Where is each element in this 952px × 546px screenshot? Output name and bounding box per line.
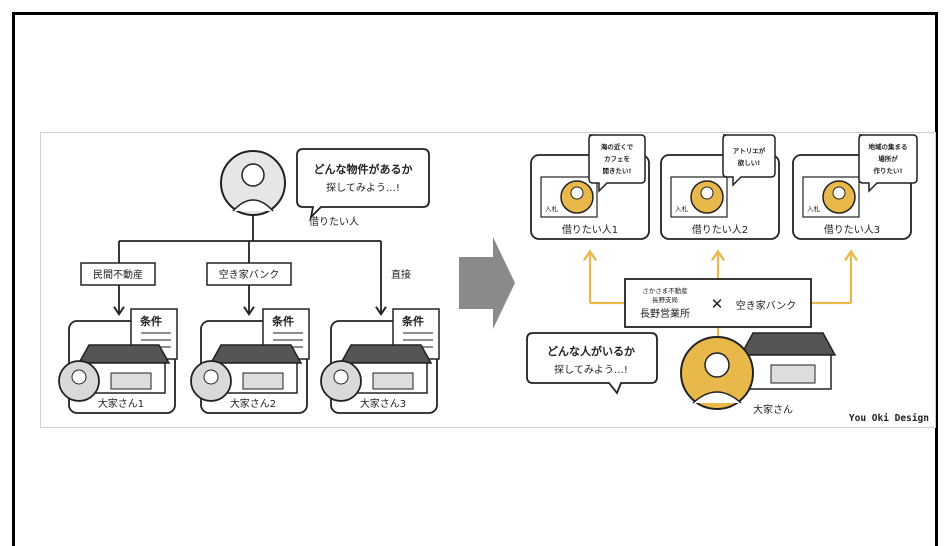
renter-card-3: 入札 地域の集まる 場所が 作りたい! 借りたい人3 (792, 134, 918, 240)
svg-text:どんな人がいるか: どんな人がいるか (547, 344, 635, 358)
svg-text:空き家バンク: 空き家バンク (219, 268, 280, 281)
owner-speech-bubble: どんな人がいるか 探してみよう…! (526, 332, 658, 395)
transition-arrow (459, 237, 515, 329)
owner-label-2: 大家さん2 (230, 397, 276, 410)
tree-connectors (119, 215, 381, 313)
channel-box-akiya-bank: 空き家バンク (206, 262, 292, 286)
svg-text:カフェを: カフェを (604, 154, 630, 163)
owner-card-2: 条件 大家さん2 (190, 308, 310, 414)
owner-house (739, 332, 837, 390)
owner-label: 大家さん (753, 403, 793, 416)
renter-card-1: 入札 海の近くで カフェを 開きたい! 借りたい人1 (530, 134, 650, 240)
match-connectors (590, 253, 851, 343)
svg-text:入札: 入札 (675, 204, 689, 213)
svg-text:条件: 条件 (401, 314, 424, 328)
owner-card-3: 条件 大家さん3 (320, 308, 440, 414)
svg-text:長野支局: 長野支局 (652, 295, 678, 304)
renter-label-2: 借りたい人2 (692, 224, 748, 236)
seeker-speech-bubble: どんな物件があるか 探してみよう…! (296, 148, 430, 220)
renter-label-1: 借りたい人1 (562, 224, 618, 236)
diagram-figure: どんな物件があるか 探してみよう…! 借りたい人 民間不動産 空き家バンク 直接… (40, 132, 936, 428)
akiya-bank-label: 空き家バンク (736, 299, 797, 312)
owner-card-1: 条件 大家さん1 (58, 308, 178, 414)
cross-mark: ✕ (711, 295, 724, 313)
channel-box-private: 民間不動産 (80, 262, 156, 286)
renter-card-2: 入札 アトリエが 欲しい! 借りたい人2 (660, 134, 780, 240)
office-box: さかさま不動産 長野支局 長野営業所 ✕ 空き家バンク (624, 278, 812, 328)
svg-text:欲しい!: 欲しい! (737, 158, 761, 167)
credit-text: You Oki Design (849, 413, 929, 424)
svg-text:場所が: 場所が (878, 154, 898, 163)
svg-text:海の近くで: 海の近くで (601, 142, 634, 151)
seeker-avatar (220, 150, 286, 216)
svg-text:入札: 入札 (545, 204, 559, 213)
owner-label-3: 大家さん3 (360, 397, 406, 410)
bubble-line-2: 探してみよう…! (326, 181, 400, 194)
svg-text:民間不動産: 民間不動産 (93, 268, 143, 281)
svg-text:条件: 条件 (271, 314, 294, 328)
renter-label-3: 借りたい人3 (824, 224, 880, 236)
seeker-label: 借りたい人 (309, 216, 359, 228)
condition-label: 条件 (139, 314, 162, 328)
owner-avatar (680, 336, 754, 410)
svg-text:入札: 入札 (807, 204, 821, 213)
channel-direct-label: 直接 (391, 268, 411, 281)
svg-text:探してみよう…!: 探してみよう…! (554, 363, 628, 376)
svg-text:開きたい!: 開きたい! (603, 166, 632, 175)
svg-text:作りたい!: 作りたい! (874, 166, 903, 175)
svg-text:さかさま不動産: さかさま不動産 (642, 286, 688, 295)
svg-text:アトリエが: アトリエが (733, 146, 766, 155)
bubble-line-1: どんな物件があるか (314, 162, 413, 176)
office-name: 長野営業所 (640, 307, 690, 320)
owner-label-1: 大家さん1 (98, 397, 144, 410)
svg-text:地域の集まる: 地域の集まる (869, 142, 908, 151)
